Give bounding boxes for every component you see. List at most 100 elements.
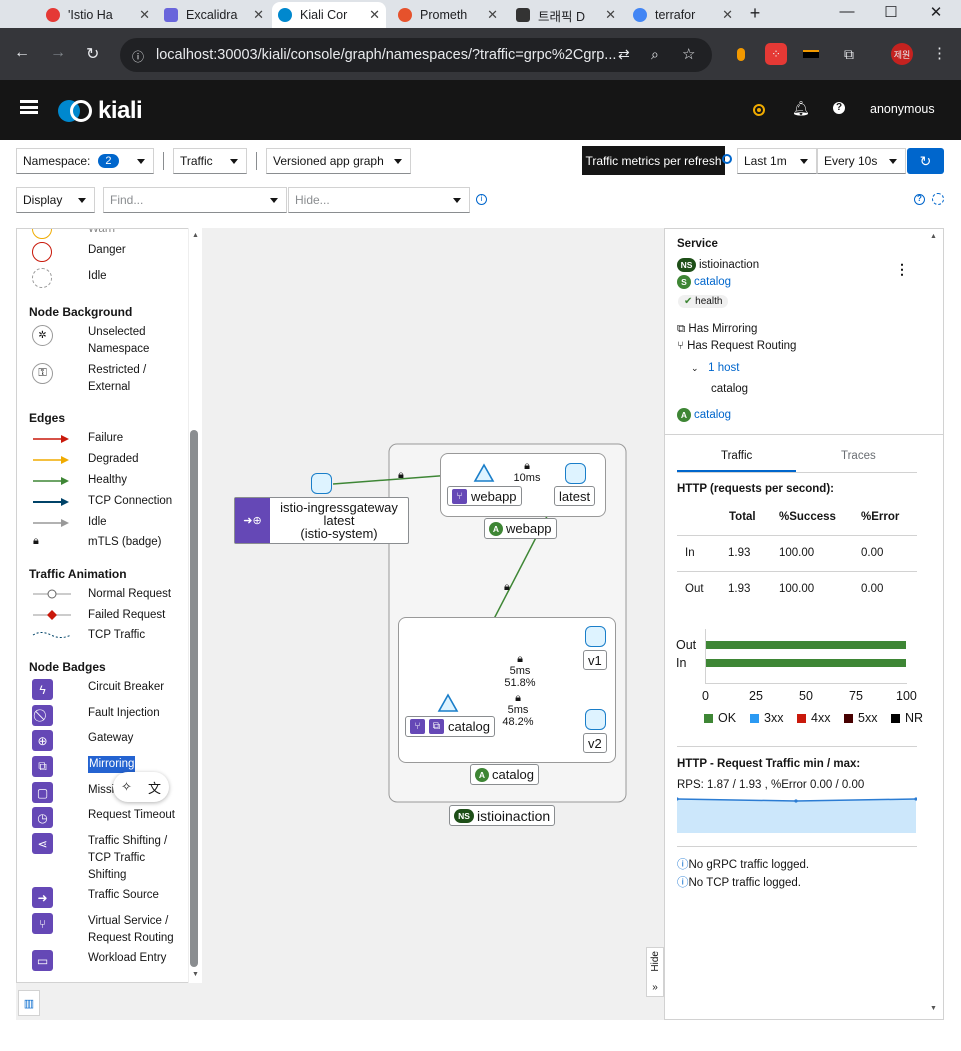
replay-icon[interactable] xyxy=(722,154,732,164)
menu-kebab-icon[interactable]: ⋮ xyxy=(932,45,947,62)
help-circle-icon[interactable]: ? xyxy=(914,194,925,205)
graph-type-dropdown[interactable]: Versioned app graph xyxy=(266,148,411,174)
hide-input[interactable]: Hide... xyxy=(288,187,470,213)
catalog-v1-label[interactable]: v1 xyxy=(583,650,607,670)
x-tick: 25 xyxy=(749,689,763,703)
maximize-icon[interactable]: ☐ xyxy=(884,4,898,21)
address-bar[interactable]: ⓘ localhost:30003/kiali/console/graph/na… xyxy=(120,38,712,72)
site-info-icon[interactable]: ⓘ xyxy=(132,50,145,64)
tab-traffic[interactable]: Traffic xyxy=(721,450,753,462)
find-input[interactable]: Find... xyxy=(103,187,287,213)
browser-tab[interactable]: terrafor✕ xyxy=(627,2,739,28)
magic-wand-icon[interactable]: ✧ xyxy=(121,779,132,794)
service-badge-icon: S xyxy=(677,275,691,289)
text-selection-popup[interactable]: ✧文 xyxy=(113,772,169,802)
mtls-lock-icon: 🔒︎ xyxy=(515,692,521,704)
legend-4xx-swatch xyxy=(797,714,806,723)
bar-in-ok[interactable] xyxy=(706,659,906,667)
tab-close-icon[interactable]: ✕ xyxy=(253,7,264,22)
tab-close-icon[interactable]: ✕ xyxy=(487,7,498,22)
extension-icon[interactable] xyxy=(800,43,822,65)
browser-tab-active[interactable]: Kiali Cor✕ xyxy=(272,2,386,28)
legend-scrollbar-thumb[interactable] xyxy=(190,430,198,967)
browser-tab[interactable]: Prometh✕ xyxy=(392,2,504,28)
catalog-v1-node[interactable] xyxy=(585,626,606,647)
gateway-badges-icon: ➜⊕ xyxy=(235,498,270,543)
zoom-icon[interactable]: ⌕ xyxy=(651,46,659,62)
tab-close-icon[interactable]: ✕ xyxy=(369,7,380,22)
profile-avatar[interactable]: 제원 xyxy=(891,43,913,65)
service-triangle-icon[interactable] xyxy=(473,463,495,483)
circuit-breaker-icon: ϟ xyxy=(32,679,53,700)
window-close-icon[interactable]: ✕ xyxy=(929,4,943,21)
catalog-service-label[interactable]: ⑂⧉catalog xyxy=(405,716,495,737)
display-dropdown[interactable]: Display xyxy=(16,187,95,213)
tab-traces[interactable]: Traces xyxy=(841,450,876,462)
webapp-version-label[interactable]: latest xyxy=(554,486,596,506)
tab-favicon-icon xyxy=(278,8,292,22)
new-tab-icon[interactable]: + xyxy=(749,3,761,23)
scroll-down-icon[interactable]: ▼ xyxy=(930,1005,937,1012)
forward-icon[interactable]: → xyxy=(50,44,66,61)
extension-icon[interactable]: ⁘ xyxy=(765,43,787,65)
webapp-service-label[interactable]: ⑂webapp xyxy=(447,486,522,506)
kebab-menu-icon[interactable]: ⋮ xyxy=(895,261,909,277)
back-icon[interactable]: ← xyxy=(14,44,30,61)
refresh-interval-dropdown[interactable]: Every 10s xyxy=(817,148,906,174)
namespace-dropdown[interactable]: Namespace:2 xyxy=(16,148,154,174)
rps-sparkline[interactable] xyxy=(677,795,917,835)
reload-icon[interactable]: ↻ xyxy=(86,46,100,63)
hosts-toggle[interactable]: ⌄ 1 host xyxy=(691,362,740,374)
app-badge-icon: A xyxy=(489,521,503,536)
extension-icon[interactable] xyxy=(730,43,752,65)
caret-down-icon xyxy=(270,198,278,203)
legend-toggle-button[interactable]: ▥ xyxy=(18,990,40,1016)
browser-tab[interactable]: 'Istio Ha✕ xyxy=(40,2,156,28)
bar-out-ok[interactable] xyxy=(706,641,906,649)
status-indicator-icon[interactable] xyxy=(753,104,765,116)
gateway-label[interactable]: ➜⊕ istio-ingressgateway latest (istio-sy… xyxy=(234,497,409,544)
translate-icon[interactable]: ⇄ xyxy=(618,46,630,62)
duration-dropdown[interactable]: Last 1m xyxy=(737,148,817,174)
tab-close-icon[interactable]: ✕ xyxy=(722,7,733,22)
info-icon[interactable]: i xyxy=(476,194,487,205)
caret-down-icon xyxy=(230,159,238,164)
tour-icon[interactable] xyxy=(932,193,944,205)
user-menu[interactable]: anonymous xyxy=(870,102,935,116)
hide-panel-toggle[interactable]: Hide» xyxy=(646,947,664,997)
webapp-workload-node[interactable] xyxy=(565,463,586,484)
catalog-v2-node[interactable] xyxy=(585,709,606,730)
translate-icon[interactable]: 文 xyxy=(147,780,161,796)
traffic-dropdown[interactable]: Traffic xyxy=(173,148,247,174)
help-icon[interactable]: ? xyxy=(833,102,845,114)
kiali-logo[interactable]: kiali xyxy=(58,97,143,125)
service-link[interactable]: catalog xyxy=(694,276,732,289)
minimize-icon[interactable]: — xyxy=(839,3,855,20)
tab-close-icon[interactable]: ✕ xyxy=(139,7,150,22)
scroll-down-icon[interactable]: ▼ xyxy=(192,971,199,978)
scroll-up-icon[interactable]: ▲ xyxy=(192,232,199,239)
tab-close-icon[interactable]: ✕ xyxy=(605,7,616,22)
health-badge[interactable]: ✔ health xyxy=(678,295,729,308)
service-triangle-icon[interactable] xyxy=(437,693,459,713)
extensions-puzzle-icon[interactable]: ⧉ xyxy=(844,45,854,62)
browser-tab[interactable]: Excalidra✕ xyxy=(158,2,270,28)
mtls-lock-icon: 🔒︎ xyxy=(398,469,404,481)
bookmark-star-icon[interactable]: ☆ xyxy=(682,46,696,63)
catalog-app-box[interactable] xyxy=(398,617,616,763)
refresh-button[interactable]: ↻ xyxy=(907,148,944,174)
notifications-bell-icon[interactable]: 🔔︎ xyxy=(792,100,810,116)
gateway-node[interactable] xyxy=(311,473,332,494)
scroll-up-icon[interactable]: ▲ xyxy=(930,233,937,240)
legend-5xx-swatch xyxy=(844,714,853,723)
legend-scrollbar-track[interactable]: ▲ ▼ xyxy=(188,228,202,983)
app-link[interactable]: catalog xyxy=(694,409,732,422)
catalog-v2-label[interactable]: v2 xyxy=(583,733,607,753)
hamburger-menu-icon[interactable] xyxy=(20,100,38,114)
browser-tab[interactable]: 트래픽 D✕ xyxy=(510,2,622,28)
